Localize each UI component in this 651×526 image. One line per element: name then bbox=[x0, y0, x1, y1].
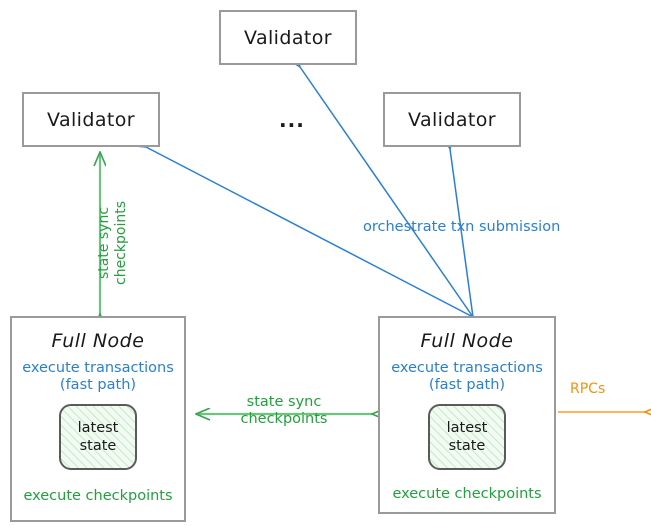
full-node-left-footer: execute checkpoints bbox=[23, 488, 173, 504]
edge-label-orchestrate: orchestrate txn submission bbox=[363, 219, 561, 235]
full-node-left-blue-line1: execute transactions bbox=[22, 360, 174, 376]
full-node-left-title: Full Node bbox=[51, 330, 145, 352]
validator-top-box[interactable]: Validator bbox=[219, 10, 357, 65]
full-node-left-state-line2: state bbox=[79, 438, 117, 454]
full-node-left-content: Full Node execute transactions (fast pat… bbox=[12, 318, 184, 520]
edge-label-rpcs: RPCs bbox=[570, 381, 606, 397]
validator-right-box[interactable]: Validator bbox=[383, 92, 521, 147]
edge-label-state-sync-vertical: state sync checkpoints bbox=[96, 201, 130, 285]
full-node-right-state-line1: latest bbox=[446, 420, 488, 436]
full-node-left-state-line1: latest bbox=[77, 420, 119, 436]
full-node-left-latest-state: latest state bbox=[59, 404, 137, 470]
full-node-left-blue-text: execute transactions (fast path) bbox=[22, 360, 174, 394]
edge-label-state-sync-horizontal-line2: checkpoints bbox=[240, 411, 328, 427]
validators-ellipsis: ... bbox=[279, 108, 305, 132]
full-node-right-blue-text: execute transactions (fast path) bbox=[391, 360, 543, 394]
edge-label-state-sync-vertical-line1: state sync bbox=[96, 206, 112, 280]
full-node-left-blue-line2: (fast path) bbox=[59, 377, 137, 393]
validator-top-label: Validator bbox=[244, 26, 332, 49]
full-node-right-footer: execute checkpoints bbox=[392, 486, 542, 502]
full-node-right-content: Full Node execute transactions (fast pat… bbox=[380, 318, 554, 512]
edge-label-state-sync-horizontal-line1: state sync bbox=[246, 394, 322, 410]
validator-left-label: Validator bbox=[47, 108, 135, 131]
edge-label-state-sync-vertical-line2: checkpoints bbox=[113, 201, 129, 285]
full-node-right-title: Full Node bbox=[420, 330, 514, 352]
full-node-left-box[interactable]: Full Node execute transactions (fast pat… bbox=[10, 316, 186, 522]
full-node-right-blue-line1: execute transactions bbox=[391, 360, 543, 376]
validator-right-label: Validator bbox=[408, 108, 496, 131]
full-node-right-blue-line2: (fast path) bbox=[428, 377, 506, 393]
edge-label-state-sync-horizontal: state sync checkpoints bbox=[228, 394, 340, 428]
full-node-right-state-line2: state bbox=[448, 438, 486, 454]
validator-left-box[interactable]: Validator bbox=[22, 92, 160, 147]
full-node-right-box[interactable]: Full Node execute transactions (fast pat… bbox=[378, 316, 556, 514]
full-node-right-latest-state: latest state bbox=[428, 404, 506, 470]
